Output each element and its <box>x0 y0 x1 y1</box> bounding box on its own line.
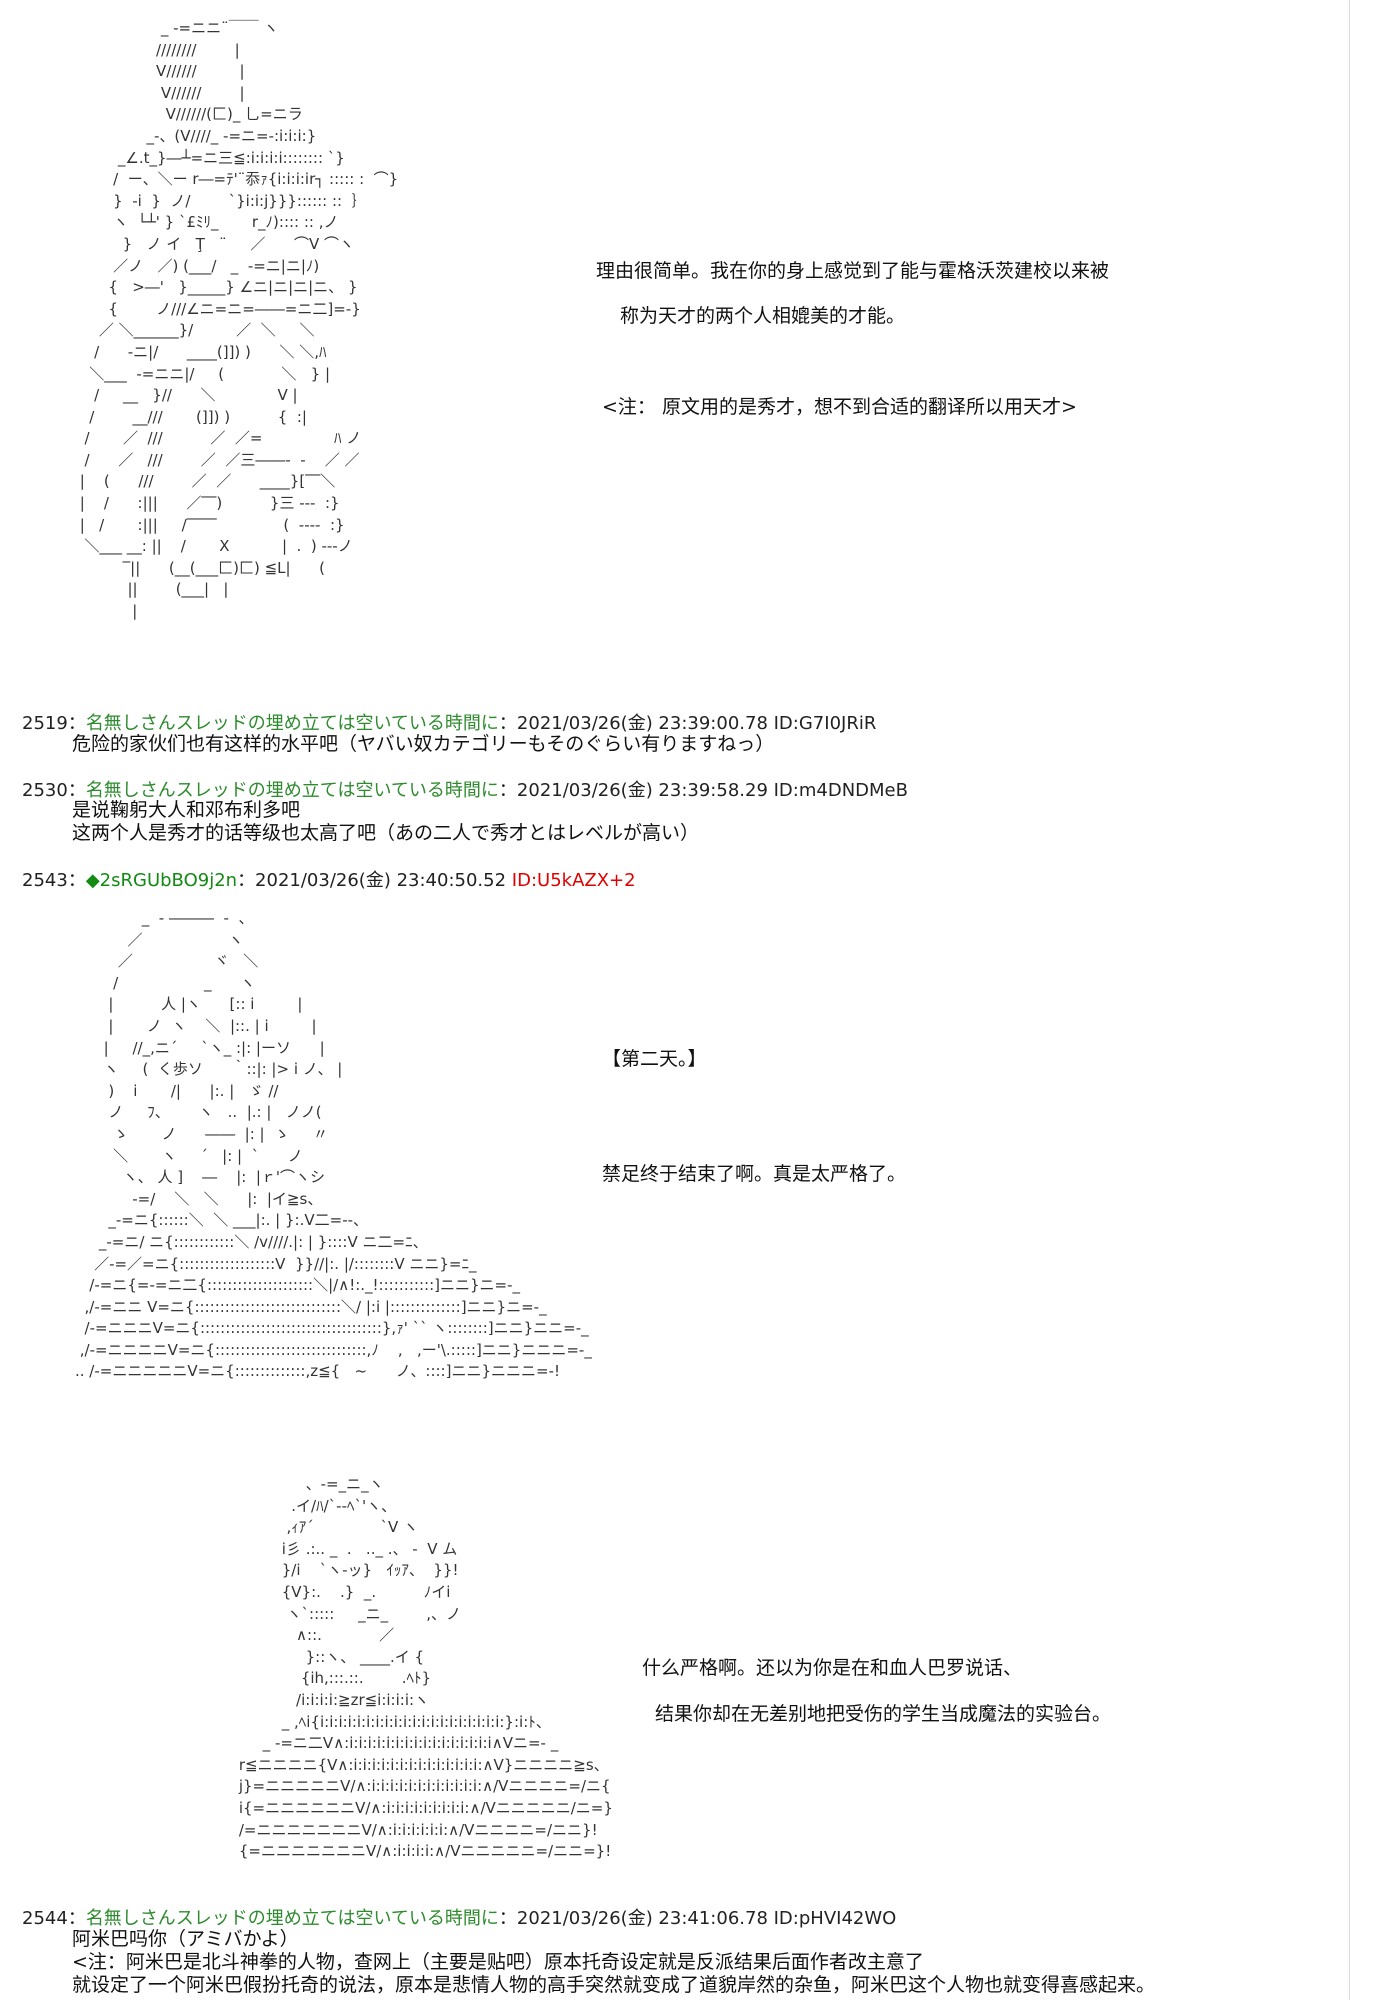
poster-name[interactable]: 名無しさんスレッドの埋め立ては空いている時間に <box>85 780 499 801</box>
separator: ： <box>67 870 86 891</box>
post-body-2530: 是说鞠躬大人和邓布利多吧 这两个人是秀才的话等级也太高了吧（あの二人で秀才とはレ… <box>72 799 699 845</box>
post-meta: ：2021/03/26(金) 23:41:06.78 ID:pHVI42WO <box>498 1908 897 1929</box>
poster-id[interactable]: ID:U5kAZX+2 <box>511 870 636 891</box>
narration-line-1: 理由很简单。我在你的身上感觉到了能与霍格沃茨建校以来被 <box>596 260 1110 282</box>
post-meta: ：2021/03/26(金) 23:39:58.29 ID:m4DNDMeB <box>498 780 908 801</box>
post-body-2544: 阿米巴吗你（アミバかよ） <注：阿米巴是北斗神拳的人物，查网上（主要是贴吧）原本… <box>72 1928 1155 1997</box>
post-number[interactable]: 2543 <box>22 870 68 891</box>
separator: ： <box>67 1908 86 1929</box>
post-line: 危险的家伙们也有这样的水平吧（ヤバい奴カテゴリーもそのぐらい有りますねっ） <box>72 733 775 755</box>
dialogue-line-1: 禁足终于结束了啊。真是太严格了。 <box>602 1163 907 1185</box>
post-header-2544: 2544：名無しさんスレッドの埋め立ては空いている時間に：2021/03/26(… <box>22 1904 896 1930</box>
separator: ： <box>67 713 86 734</box>
dialogue-line-2: 什么严格啊。还以为你是在和血人巴罗说话、 <box>642 1657 1023 1679</box>
post-meta: ：2021/03/26(金) 23:40:50.52 <box>237 870 507 891</box>
translator-note-1: <注： 原文用的是秀才，想不到合适的翻译所以用天才> <box>602 396 1077 418</box>
post-number[interactable]: 2544 <box>22 1908 68 1929</box>
post-body-2519: 危险的家伙们也有这样的水平吧（ヤバい奴カテゴリーもそのぐらい有りますねっ） <box>72 733 774 756</box>
ascii-art-character-2: _ ‐ ――― ‐ 、 ／ ヽ ／ ヾ ＼ / _ ヽ | 人 |ヽ [:: i… <box>75 909 592 1381</box>
right-border-line <box>1349 0 1350 2000</box>
post-number[interactable]: 2530 <box>22 780 68 801</box>
post-number[interactable]: 2519 <box>22 713 68 734</box>
ascii-art-character-3: 、-=_ニ_ヽ .イ/ﾊ/`‐-ﾍ`'ヽ、 ,ｨｱ´ `V ヽ i彡 .:.. … <box>238 1475 613 1861</box>
ascii-art-hat-character: _ -=ニニ¨￣￣ ヽ //////// | V////// | V//////… <box>79 19 399 621</box>
post-header-2543: 2543：◆2sRGUbBO9j2n：2021/03/26(金) 23:40:5… <box>22 866 636 892</box>
dialogue-line-3: 结果你却在无差别地把受伤的学生当成魔法的实验台。 <box>655 1703 1112 1725</box>
poster-name[interactable]: 名無しさんスレッドの埋め立ては空いている時間に <box>85 1908 499 1929</box>
narration-day-two: 【第二天。】 <box>602 1048 707 1070</box>
poster-trip[interactable]: ◆2sRGUbBO9j2n <box>85 870 238 891</box>
post-header-2530: 2530：名無しさんスレッドの埋め立ては空いている時間に：2021/03/26(… <box>22 776 908 802</box>
post-line: 这两个人是秀才的话等级也太高了吧（あの二人で秀才とはレベルが高い） <box>72 822 700 844</box>
post-line: 阿米巴吗你（アミバかよ） <box>72 1928 299 1950</box>
post-line: 是说鞠躬大人和邓布利多吧 <box>72 799 301 821</box>
post-line: 就设定了一个阿米巴假扮托奇的说法，原本是悲情人物的高手突然就变成了道貌岸然的杂鱼… <box>72 1974 1156 1996</box>
post-meta: ：2021/03/26(金) 23:39:00.78 ID:G7I0JRiR <box>498 713 877 734</box>
narration-line-2: 称为天才的两个人相媲美的才能。 <box>620 305 906 327</box>
poster-name[interactable]: 名無しさんスレッドの埋め立ては空いている時間に <box>85 713 499 734</box>
post-line: <注：阿米巴是北斗神拳的人物，查网上（主要是贴吧）原本托奇设定就是反派结果后面作… <box>72 1951 924 1973</box>
post-header-2519: 2519：名無しさんスレッドの埋め立ては空いている時間に：2021/03/26(… <box>22 709 876 735</box>
separator: ： <box>67 780 86 801</box>
